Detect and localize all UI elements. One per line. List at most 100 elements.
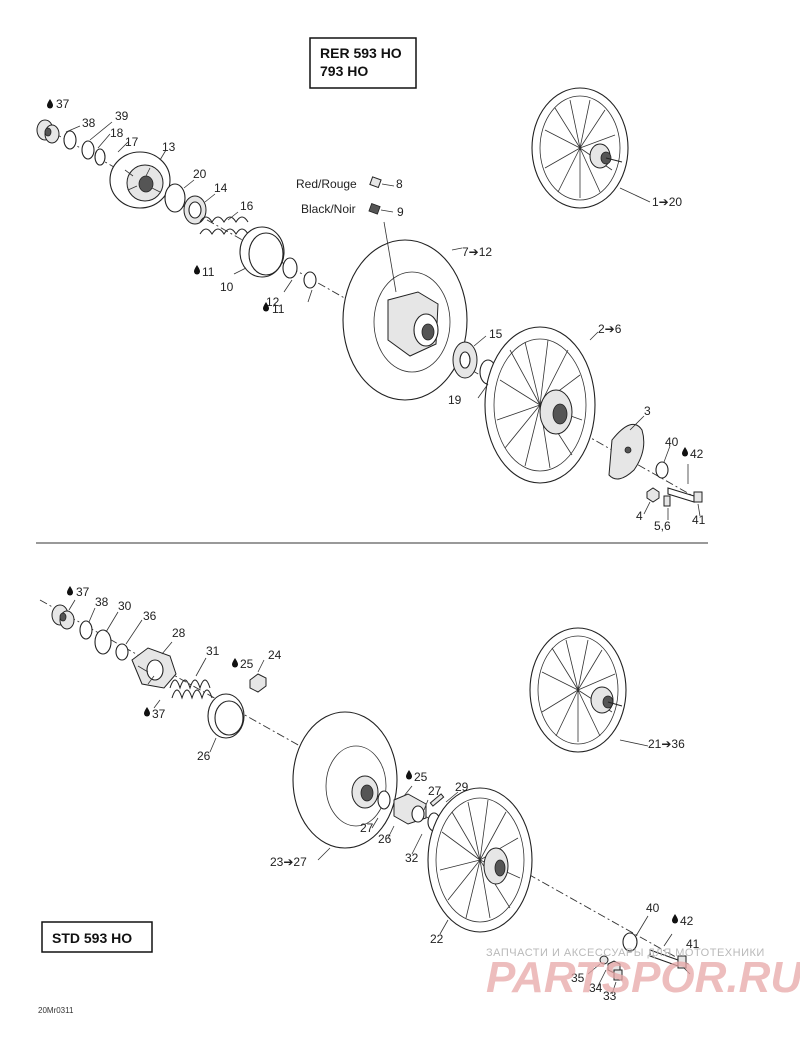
part-21-36-assembly [529,627,627,753]
label-18-top: 18 [110,126,124,140]
label-36-bottom: 36 [143,609,157,623]
label-10-top: 10 [220,280,234,294]
part-12-ring [282,257,298,279]
part-40-bottom [622,932,638,952]
part-10-cover [239,226,285,278]
label-26b-bottom: 26 [378,832,392,846]
label-42-top: 42 [690,447,704,461]
label-40-bottom: 40 [646,901,660,915]
part-41-bottom [649,949,687,969]
part-1-20-assembly [531,87,629,209]
label-22-bottom: 22 [430,932,444,946]
part-4-nut [646,487,660,503]
watermark-main: PARTSPOR.RU [486,953,800,1002]
drop-25a [232,658,238,668]
label-19-top: 19 [448,393,462,407]
part-37-bottom [51,604,75,630]
label-42-bottom: 42 [680,914,694,928]
part-27a-ring [377,790,391,810]
label-26a-bottom: 26 [197,749,211,763]
label-5-6-top: 5,6 [654,519,671,533]
part-9-weight-black [368,203,381,215]
part-39-top [81,140,95,160]
label-3-top: 3 [644,404,651,418]
label-38-bottom: 38 [95,595,109,609]
label-4-top: 4 [636,509,643,523]
label-14-top: 14 [214,181,228,195]
part-28-cam [131,647,177,689]
part-7-12-sheave [342,239,468,401]
label-41-top: 41 [692,513,706,527]
label-24-bottom: 24 [268,648,282,662]
part-26-bushing [393,793,427,825]
label-20-top: 20 [193,167,207,181]
watermark-top: ЗАПЧАСТИ И АКСЕССУАРЫ ДЛЯ МОТОТЕХНИКИ [486,947,765,959]
leaders-bottom [68,599,691,995]
label-13-top: 13 [162,140,176,154]
part-16-spring [199,216,249,235]
leader-9-to-sheave [383,221,397,293]
part-30-ring [94,629,112,655]
label-35-bottom: 35 [571,971,585,985]
part-5-6-screw [663,495,671,507]
label-27b-bottom: 27 [360,821,374,835]
label-red-rouge: Red/Rouge [296,177,357,191]
drop-37-bottom-a [67,586,73,596]
label-28-bottom: 28 [172,626,186,640]
label-29-bottom: 29 [455,780,469,794]
label-black-noir: Black/Noir [301,202,356,216]
part-22-sheave [427,787,533,933]
model-box-std: STD 593 HO [41,921,153,953]
part-14-bushing [183,195,207,225]
model-box-std-label: STD 593 HO [52,930,132,946]
label-34-bottom: 34 [589,981,603,995]
label-27a-bottom: 27 [428,784,442,798]
part-23-27-sheave [292,711,398,849]
leaders-top [65,121,701,520]
part-41-bolt [667,487,703,503]
label-31-bottom: 31 [206,644,220,658]
part-40-washer [655,461,669,479]
label-2-6: 2➔6 [598,322,622,336]
model-box-line2: 793 HO [320,63,368,79]
label-9-top: 9 [397,205,404,219]
label-25a-bottom: 25 [240,657,254,671]
drop-42-bottom [672,914,678,924]
label-37b-bottom: 37 [152,707,166,721]
drop-25b [406,770,412,780]
part-35 [599,955,609,965]
label-21-36: 21➔36 [648,737,685,751]
label-40-top: 40 [665,435,679,449]
figure-code: 20Mr0311 [38,1006,74,1015]
part-26-cover [207,693,245,739]
label-32-bottom: 32 [405,851,419,865]
drop-37-bottom-b [144,707,150,717]
label-12-top: 12 [266,295,280,309]
part-33 [613,969,623,981]
drop-11a [194,265,200,275]
part-13-spider [109,151,171,209]
label-11b-top: 11 [272,302,285,316]
label-37-top: 37 [56,97,70,111]
label-7-12: 7➔12 [462,245,492,259]
label-39-top: 39 [115,109,129,123]
label-30-bottom: 30 [118,599,132,613]
part-38-top [63,130,77,150]
label-17-top: 17 [125,135,139,149]
part-15-washer [452,341,478,379]
part-38-bottom [79,620,93,640]
label-16-top: 16 [240,199,254,213]
label-15-top: 15 [489,327,503,341]
part-24-button [249,673,267,693]
label-25b-bottom: 25 [414,770,428,784]
label-8-top: 8 [396,177,403,191]
part-3-plate [608,423,645,480]
label-41-bottom: 41 [686,937,700,951]
label-23-27: 23➔27 [270,855,307,869]
label-11a-top: 11 [202,265,215,279]
drop-37-top [47,99,53,109]
label-38-top: 38 [82,116,96,130]
part-36-washer [115,643,129,661]
